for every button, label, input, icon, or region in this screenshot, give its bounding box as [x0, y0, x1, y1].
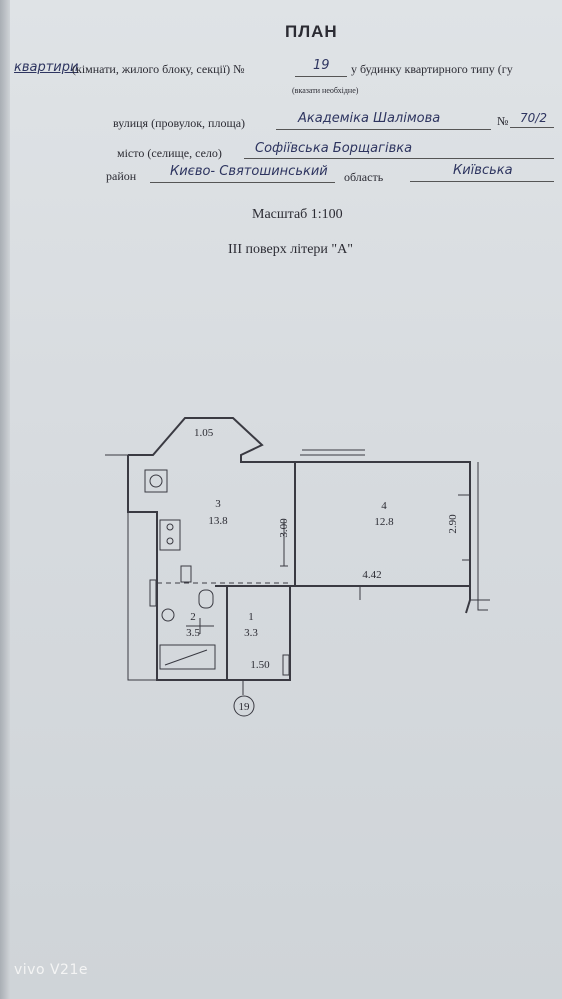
region-value: Київська	[453, 163, 513, 178]
apartment-mark-circle	[233, 695, 255, 717]
district-underline	[150, 182, 335, 183]
dim-bay: 1.05	[194, 427, 214, 439]
dim-wall-4: 2.90	[447, 514, 459, 534]
region-underline	[410, 181, 554, 182]
room-4-area: 12.8	[374, 516, 394, 528]
city-label: місто (селище, село)	[117, 146, 222, 160]
dim-corridor: 1.50	[250, 659, 270, 671]
room-1-number: 1	[248, 611, 254, 623]
line1-suffix-text: у будинку квартирного типу (гу	[351, 62, 513, 76]
document-title: ПЛАН	[285, 22, 338, 41]
room-1-area: 3.3	[244, 627, 258, 639]
line1-middle-text: (кімнати, жилого блоку, секції) №	[72, 62, 245, 76]
city-underline	[244, 158, 554, 159]
dim-wall-3: 3.00	[278, 518, 290, 538]
room-2-area: 3.5	[186, 627, 200, 639]
dim-room-4-length: 4.42	[362, 569, 381, 581]
paper-fold-edge	[0, 0, 10, 999]
district-label: район	[106, 169, 137, 183]
street-value: Академіка Шалімова	[298, 111, 441, 126]
room-2-number: 2	[190, 611, 196, 623]
house-number: 70/2	[520, 111, 547, 125]
room-3-number: 3	[215, 498, 221, 510]
region-label: область	[344, 170, 384, 184]
wall-bath-outer	[156, 583, 291, 681]
camera-watermark: vivo V21e	[14, 962, 88, 978]
number-underline	[510, 127, 554, 128]
street-label: вулиця (провулок, площа)	[113, 116, 246, 130]
number-label: №	[497, 114, 509, 128]
city-value: Софіївська Борщагівка	[255, 141, 413, 156]
apartment-number: 19	[313, 58, 330, 73]
street-underline	[276, 129, 491, 130]
apartment-mark: 19	[239, 701, 251, 713]
wall-room-4-outer	[295, 461, 471, 614]
room-4-number: 4	[381, 500, 387, 512]
wall-room-3-left	[127, 455, 158, 583]
room-3-area: 13.8	[208, 515, 228, 527]
apartment-no-underline	[295, 76, 347, 77]
floor-label: III поверх літери "А"	[228, 242, 353, 257]
apartment-type-label: квартири	[14, 60, 79, 75]
scale-label: Масштаб 1:100	[252, 207, 343, 222]
hint-text: (вказати необхідне)	[292, 86, 359, 95]
wall-room-3-top	[128, 417, 295, 463]
district-value: Києво- Святошинський	[170, 164, 328, 179]
